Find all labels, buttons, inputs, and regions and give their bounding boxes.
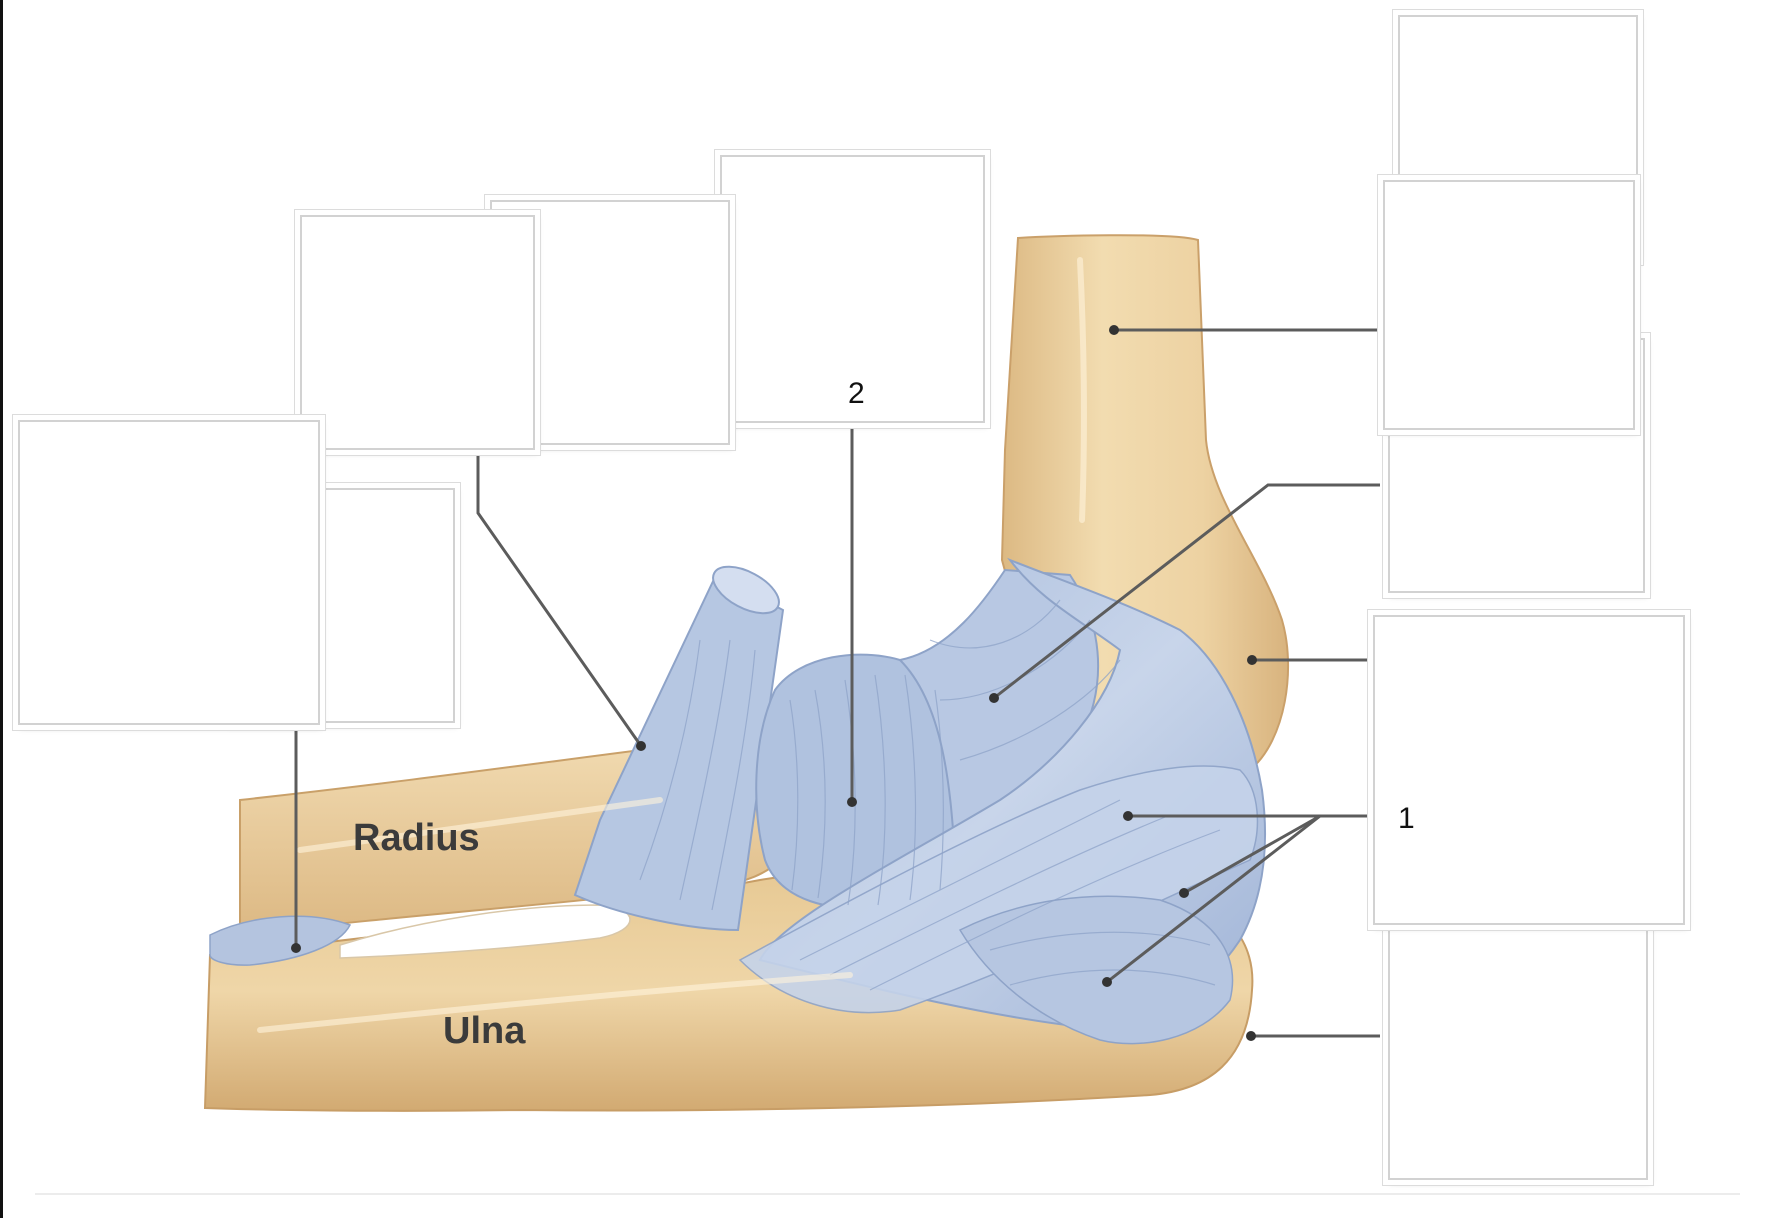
leader-lines [294,328,1380,1038]
bone-highlights [257,257,1088,1033]
radius-label: Radius [353,817,480,859]
leader-line-1b [1183,814,1321,895]
label-box-top-center[interactable] [720,155,985,423]
ulna-label: Ulna [443,1010,526,1052]
label-box-right-lower-olecranon[interactable] [1388,925,1648,1180]
leader-dots [291,325,1257,1041]
label-box-right-humerus[interactable] [1383,180,1635,430]
ligament-fibers [639,599,1221,991]
leader-line-medial-epicondyle [993,483,1380,700]
leader-line-biceps [476,440,643,747]
interosseous-space [339,904,631,959]
humerus-top-fade [1000,220,1220,340]
label-box-right-ligament-1[interactable] [1373,615,1685,925]
biceps-tendon-cut-end [712,565,780,615]
left-border [0,0,3,1218]
leader-line-1c [1106,814,1321,984]
label-box-left-outer[interactable] [18,420,320,725]
label-box-top-left[interactable] [300,215,535,450]
